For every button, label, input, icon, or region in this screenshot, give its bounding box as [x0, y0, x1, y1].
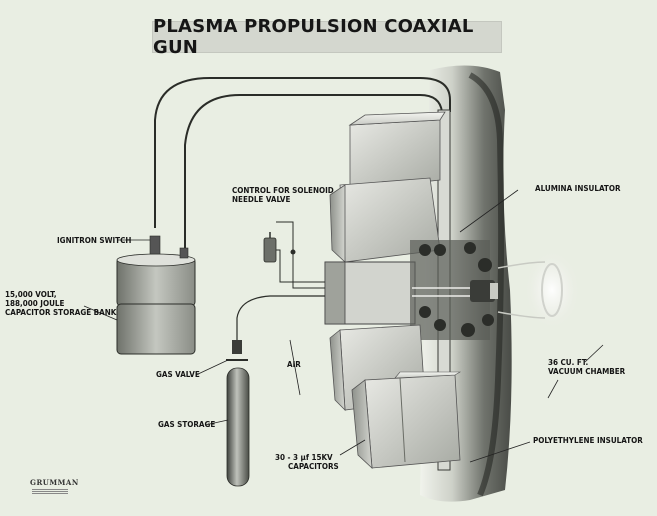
label-control-valve-line2: NEEDLE VALVE	[232, 195, 291, 204]
label-ignitron-switch: IGNITRON SWITCH	[57, 236, 132, 245]
label-air: AIR	[287, 360, 301, 369]
label-gas-storage: GAS STORAGE	[158, 420, 216, 429]
label-capacitors-line2: CAPACITORS	[288, 462, 339, 471]
gas-line	[236, 295, 325, 340]
capacitor-storage-bank	[116, 235, 196, 355]
diagram-title: PLASMA PROPULSION COAXIAL GUN	[152, 16, 502, 58]
trigger-cable	[154, 77, 451, 228]
label-control-valve-line1: CONTROL FOR SOLENOID	[232, 186, 334, 195]
label-vacuum-chamber-line1: 36 CU. FT.	[548, 358, 589, 367]
label-capacitor-bank-line1: 15,000 VOLT,	[5, 290, 57, 299]
label-gas-valve: GAS VALVE	[156, 370, 200, 379]
plasma-plume	[524, 250, 580, 330]
leader-lines	[83, 189, 604, 463]
logo-fineprint	[32, 488, 68, 496]
label-polyethylene-insulator: POLYETHYLENE INSULATOR	[533, 436, 643, 445]
label-capacitor-bank-line2: 188,000 JOULE	[5, 299, 65, 308]
label-capacitors-line1: 30 - 3 µf 15KV	[275, 453, 333, 462]
upper-capacitors	[329, 111, 446, 263]
label-capacitor-bank-line3: CAPACITOR STORAGE BANK	[5, 308, 117, 317]
grumman-logo: GRUMMAN	[30, 478, 79, 487]
label-vacuum-chamber-line2: VACUUM CHAMBER	[548, 367, 626, 376]
solenoid-valve	[263, 221, 325, 289]
lower-capacitors	[329, 324, 462, 469]
label-alumina-insulator: ALUMINA INSULATOR	[535, 184, 621, 193]
electrode-assembly	[410, 240, 498, 340]
gas-cylinder	[226, 340, 250, 487]
